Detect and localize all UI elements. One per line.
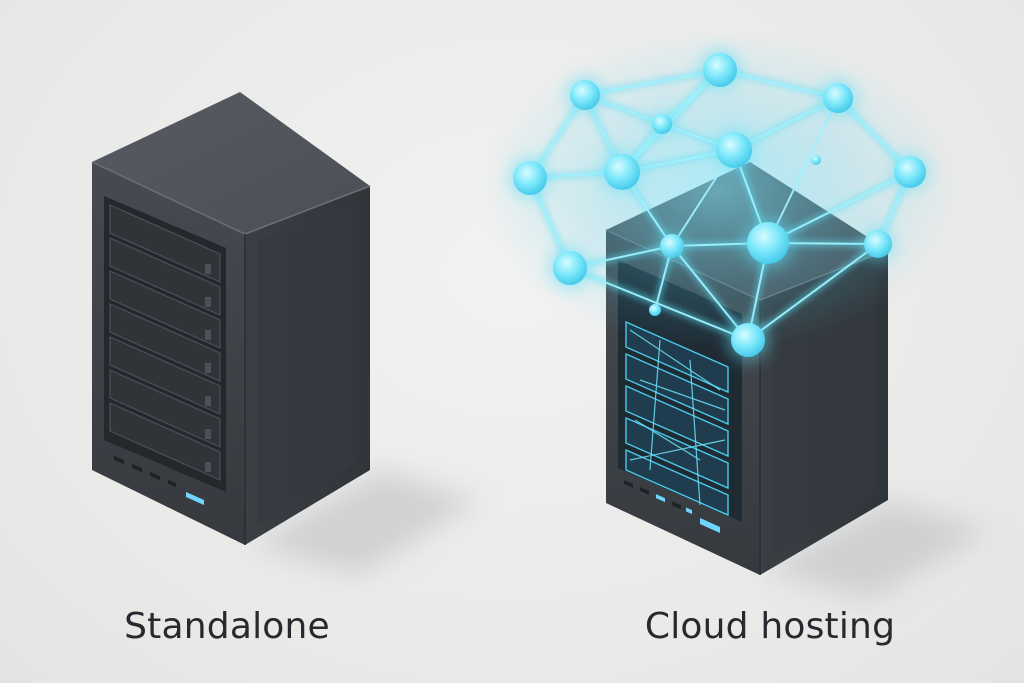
drive-bay [109, 204, 221, 283]
network-node-icon [864, 230, 892, 258]
network-node-icon [652, 114, 672, 134]
drive-bay [109, 303, 221, 382]
front-panel-leds [624, 479, 720, 533]
network-node-icon [823, 83, 853, 113]
front-panel-leds [114, 455, 204, 505]
network-node-icon [731, 323, 765, 357]
drive-bay [625, 416, 729, 490]
drive-bay [109, 369, 221, 448]
network-node-icon [716, 132, 752, 168]
network-node-icon [570, 80, 600, 110]
drive-bay [109, 336, 221, 415]
power-led-icon [186, 492, 204, 505]
drive-bays [109, 204, 221, 481]
network-node-icon [811, 155, 821, 165]
drive-bay [109, 270, 221, 349]
standalone-caption: Standalone [124, 606, 330, 647]
standalone-server-icon [91, 92, 480, 575]
network-node-icon [649, 304, 661, 316]
network-node-icon [894, 156, 926, 188]
network-node-icon [513, 161, 547, 195]
server-top-face [92, 92, 370, 234]
drive-bay [625, 448, 729, 517]
network-mesh-icon [480, 30, 960, 360]
network-node-icon [660, 234, 684, 258]
drive-bay [625, 352, 729, 426]
power-led-icon [700, 518, 720, 533]
network-node-icon [553, 251, 587, 285]
drive-bay [109, 402, 221, 481]
network-node-icon [604, 154, 640, 190]
drive-bay [109, 237, 221, 316]
cloud-hosting-caption: Cloud hosting [644, 606, 896, 647]
network-nodes [513, 53, 926, 357]
network-node-icon [747, 222, 789, 264]
network-node-icon [703, 53, 737, 87]
